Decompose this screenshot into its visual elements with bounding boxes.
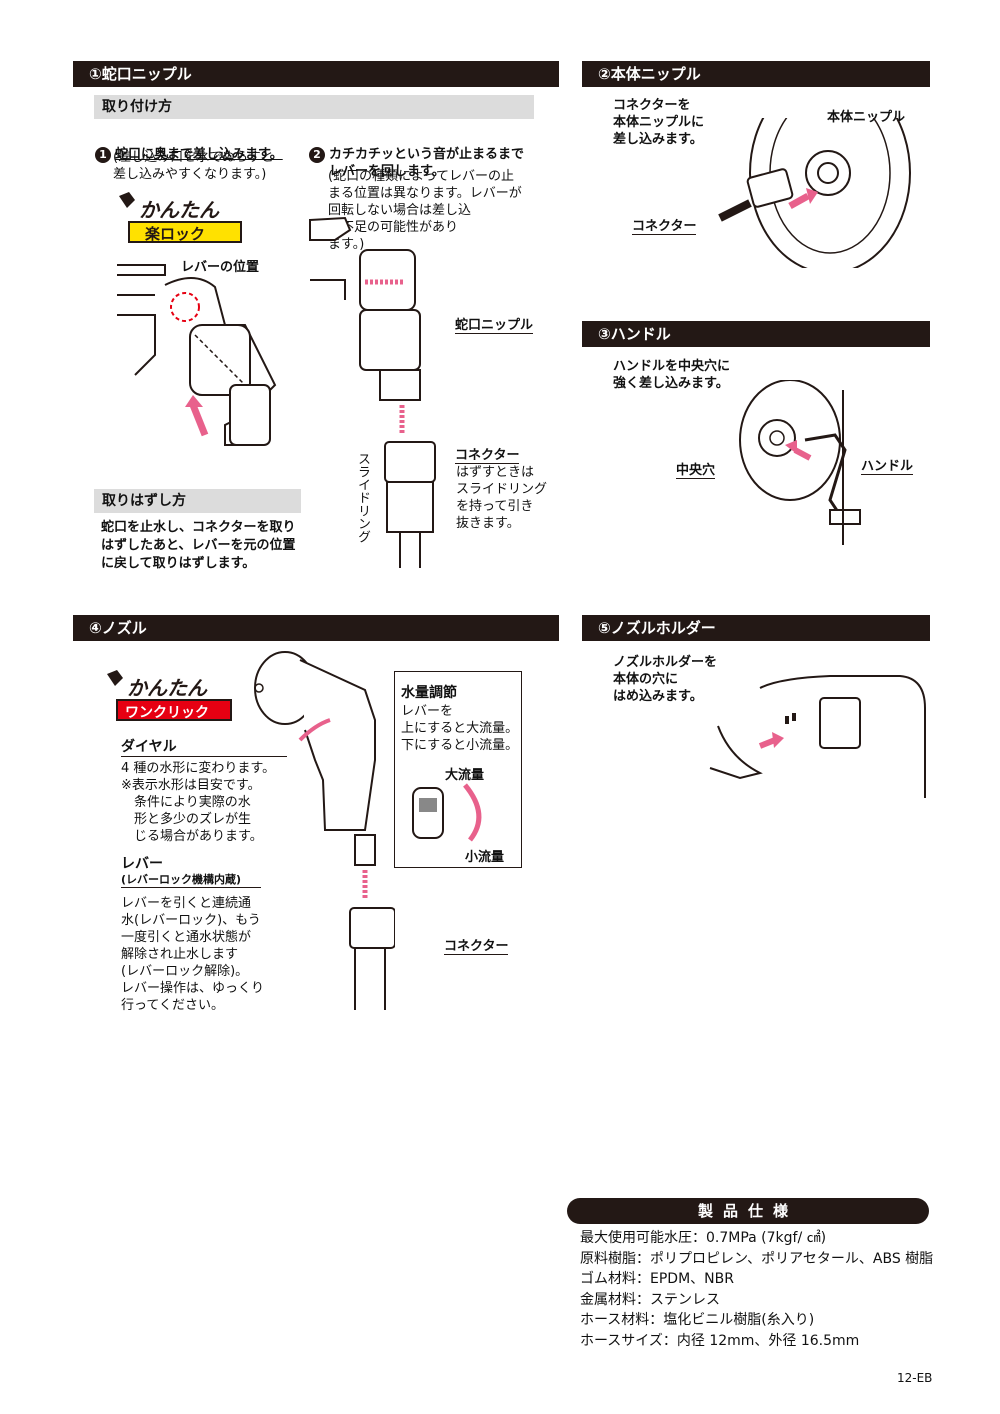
step2-number: 2 — [309, 147, 325, 163]
spec-line: ゴム材料：EPDM、NBR — [580, 1271, 734, 1287]
easy-badge-top: かんたん — [139, 198, 219, 222]
dial-title: ダイヤル — [121, 736, 287, 757]
nozzle-illustration — [245, 650, 396, 1010]
lever-text: レバーを引くと連続通 水(レバーロック)、もう 一度引くと通水状態が 解除され止… — [121, 896, 265, 1013]
spec-line: 最大使用可能水圧：0.7MPa (7kgf/ ㎠) — [580, 1230, 827, 1246]
lever-position-label: レバーの位置 — [181, 260, 260, 275]
faucet-nipple-insert-illustration — [105, 255, 295, 455]
flow-low-label: 小流量 — [465, 850, 505, 865]
install-heading: 取り付け方 — [94, 95, 534, 119]
step1-number: 1 — [95, 147, 111, 163]
flow-adjust-box — [394, 671, 522, 868]
hand-icon — [119, 192, 242, 243]
section-header-faucet-nipple: ①蛇口ニップル — [73, 61, 559, 87]
faucet-nipple-label: 蛇口ニップル — [455, 314, 534, 334]
body-nipple-illustration — [710, 72, 930, 274]
dial-text: 4 種の水形に変わります。 ※表示水形は目安です。 条件により実際の水 形と多少… — [121, 761, 276, 844]
step1-title: 1 蛇口に奥まで差し込みます。 — [95, 129, 283, 163]
nozzle-holder-illustration — [700, 668, 930, 798]
section-header-handle: ③ハンドル — [582, 321, 930, 347]
section-header-nozzle: ④ノズル — [73, 615, 559, 641]
spec-line: 金属材料：ステンレス — [580, 1291, 720, 1308]
easy-lock-badge: かんたん 楽ロック — [115, 188, 245, 244]
lever-title: レバー — [121, 856, 163, 872]
page-code: 12-EB — [897, 1371, 933, 1385]
connector-label-s1: コネクター — [455, 444, 520, 464]
handle-illustration — [735, 379, 875, 550]
handle-instruction: ハンドルを中央穴に 強く差し込みます。 — [613, 359, 731, 391]
spec-line: 原料樹脂：ポリプロピレン、ポリアセタール、ABS 樹脂 — [580, 1250, 934, 1267]
flow-text: レバーを 上にすると大流量。 下にすると小流量。 — [401, 704, 519, 753]
flow-high-label: 大流量 — [445, 768, 485, 783]
flow-lever-illustration — [405, 780, 495, 850]
spec-line: ホースサイズ：内径 12mm、外径 16.5mm — [580, 1332, 860, 1349]
lever-subtitle: (レバーロック機構内蔵) — [121, 871, 262, 888]
handle-label: ハンドル — [861, 455, 914, 475]
one-click-badge-bottom: ワンクリック — [125, 705, 209, 721]
body-nipple-label: 本体ニップル — [827, 110, 906, 125]
step1-note: (差し込み口を水でぬらすと 差し込みやすくなります。) — [113, 150, 274, 182]
flow-title: 水量調節 — [401, 685, 457, 701]
hand-icon-nozzle — [107, 670, 232, 721]
one-click-badge-top: かんたん — [127, 676, 207, 700]
remove-text: 蛇口を止水し、コネクターを取り はずしたあと、レバーを元の位置 に戻して取りはず… — [101, 520, 296, 571]
one-click-badge: かんたん ワンクリック — [103, 666, 238, 724]
spec-line: ホース材料：塩化ビニル樹脂(糸入り) — [580, 1312, 815, 1328]
step1-title-text: 蛇口に奥まで差し込みます。 — [115, 147, 283, 162]
spec-heading: 製品仕様 — [567, 1198, 929, 1224]
connector-label-s4: コネクター — [444, 935, 509, 955]
nozzle-holder-instruction: ノズルホルダーを 本体の穴に はめ込みます。 — [613, 655, 718, 704]
center-hole-label: 中央穴 — [676, 459, 716, 479]
faucet-nipple-lever-illustration — [305, 210, 445, 570]
connector-remove-note: はずすときは スライドリング を持って引き 抜きます。 — [456, 465, 548, 531]
step2-title-text: カチカチッという音が止まるまで レバーを回します。 — [329, 147, 525, 179]
body-nipple-instruction: コネクターを 本体ニップルに 差し込みます。 — [613, 98, 705, 147]
section-header-nozzle-holder: ⑤ノズルホルダー — [582, 615, 930, 641]
section-header-body-nipple: ②本体ニップル — [582, 61, 930, 87]
step2-note: (蛇口の種類によってレバーの止 まる位置は異なります。レバーが 回転しない場合は… — [328, 169, 522, 252]
remove-heading: 取りはずし方 — [94, 489, 301, 513]
easy-badge-bottom: 楽ロック — [145, 225, 206, 243]
connector-label-s2: コネクター — [632, 215, 697, 235]
spec-list: 最大使用可能水圧：0.7MPa (7kgf/ ㎠) 原料樹脂：ポリプロピレン、ポ… — [580, 1228, 933, 1351]
slide-ring-label: スライドリング — [355, 452, 370, 543]
